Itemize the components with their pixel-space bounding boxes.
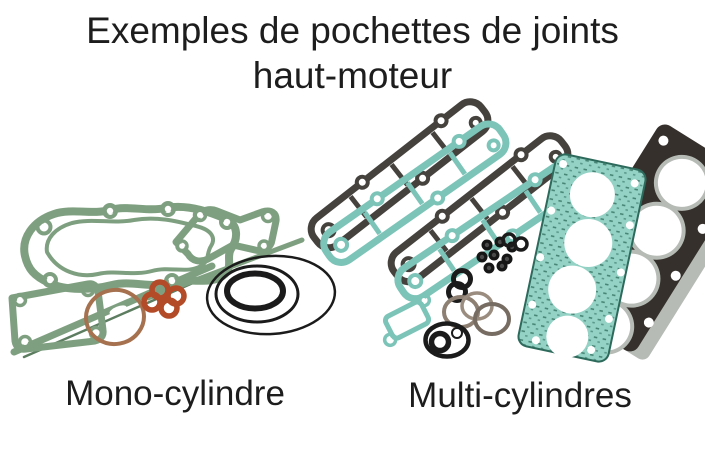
page-title: Exemples de pochettes de joints haut-mot… bbox=[0, 8, 705, 98]
caption-mono-cylindre: Mono-cylindre bbox=[65, 374, 285, 413]
teal-head-gasket bbox=[517, 153, 647, 363]
valve-stem-seals bbox=[476, 232, 529, 274]
exhaust-metal-rings bbox=[442, 291, 511, 336]
mono-cylinder-kit-photo bbox=[8, 201, 337, 359]
orange-exhaust-washers bbox=[141, 279, 187, 319]
small-rect-gasket bbox=[382, 292, 432, 348]
cover-gasket bbox=[172, 206, 280, 265]
title-line1: Exemples de pochettes de joints bbox=[86, 10, 619, 51]
copper-o-ring bbox=[84, 287, 146, 347]
strip-slot bbox=[109, 305, 127, 315]
title-line2: haut-moteur bbox=[252, 55, 453, 96]
o-rings-small bbox=[446, 268, 473, 303]
multi-cylinder-kit-photo bbox=[302, 92, 705, 363]
black-o-ring-set bbox=[205, 254, 337, 336]
caption-multi-cylindres: Multi-cylindres bbox=[408, 376, 632, 415]
oil-seal-rings bbox=[423, 321, 471, 359]
